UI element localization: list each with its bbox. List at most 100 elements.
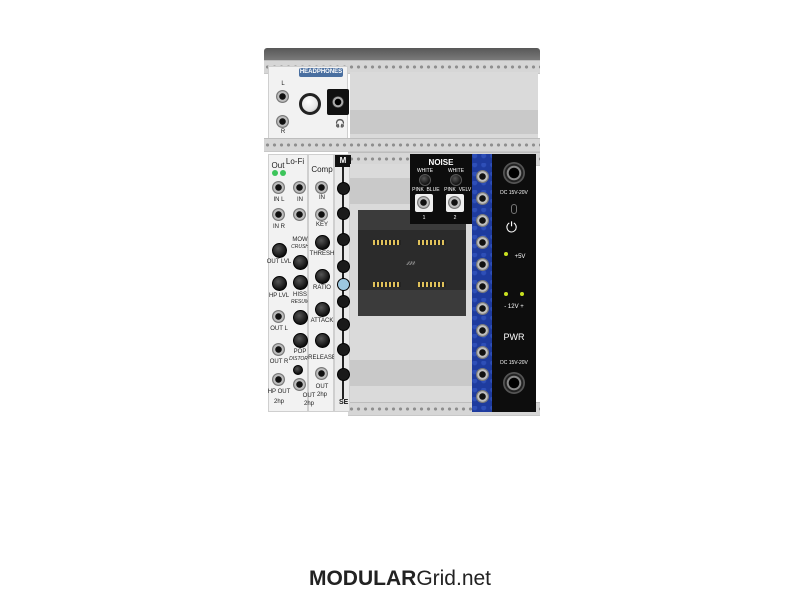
lofi-jack-in[interactable] [293,181,306,194]
power-led-5v [504,252,508,256]
blue-jack-8[interactable] [476,324,489,337]
m-button-6[interactable] [337,295,350,308]
blue-jack-11[interactable] [476,390,489,403]
headphones-module: HEADPHONES L R 🎧 [268,66,349,150]
comp-jack-key[interactable] [315,208,328,221]
lofi-label-pop: POP [293,349,307,355]
brand-regular: Grid.net [416,567,492,590]
lofi-jack-in-r[interactable] [272,208,285,221]
headphones-jack-r[interactable] [276,115,289,128]
modulargrid-logo[interactable]: MODULARGrid.net [0,567,800,591]
bus-header-4 [418,282,446,287]
power-led-minus12 [504,292,508,296]
lofi-jack-in-l[interactable] [272,181,285,194]
m-button-3[interactable] [337,233,350,246]
comp-hp-size: 2hp [316,392,328,398]
power-dc-jack-top[interactable] [503,162,525,184]
comp-label-attack: ATTACK [310,318,334,324]
lofi-label-crush: CRUSH [291,244,309,250]
power-dc-jack-bottom[interactable] [503,372,525,394]
headphones-l-label: L [281,81,285,87]
noise-label-velvet: VELV [458,187,472,193]
m-button-7[interactable] [337,318,350,331]
m-button-8[interactable] [337,343,350,356]
lofi-knob-pop[interactable] [293,333,308,348]
lofi-knob-out-lvl[interactable] [272,243,287,258]
comp-knob-release[interactable] [315,333,330,348]
blue-jack-5[interactable] [476,258,489,271]
lofi-jack-out-r[interactable] [272,343,285,356]
noise-label-pink-1: PINK [412,187,424,193]
noise-out-2[interactable] [446,194,464,212]
lofi-label-out-lvl: OUT LVL [266,259,292,265]
lofi-label-in: IN [297,197,303,203]
brand-bold: MODULAR [308,567,417,590]
blue-jack-9[interactable] [476,346,489,359]
lofi-knob-resum[interactable] [293,310,308,325]
comp-knob-thresh[interactable] [315,235,330,250]
headphones-r-label: R [280,129,286,135]
blue-jack-1[interactable] [476,170,489,183]
m-button-1[interactable] [337,182,350,195]
upper-empty-space [350,72,538,150]
headphones-output-jack[interactable] [327,89,349,115]
power-dc-bottom-label: DC 15V-20V [500,360,528,366]
blue-jack-3[interactable] [476,214,489,227]
lofi-jack-mow[interactable] [293,208,306,221]
lofi-label-out-l: OUT L [270,326,288,332]
blue-jack-4[interactable] [476,236,489,249]
noise-label-blue: BLUE [426,187,440,193]
lofi-knob-hiss[interactable] [293,275,308,290]
comp-module: Comp IN KEY THRESH RATIO ATTACK RELEASE … [303,154,336,412]
lofi-hp-size: 2hp [273,399,285,405]
comp-label-thresh: THRESH [309,251,335,257]
lofi-jack-distort[interactable] [293,378,306,391]
comp-jack-out[interactable] [315,367,328,380]
lofi-knob-crush[interactable] [293,255,308,270]
blue-jack-6[interactable] [476,280,489,293]
power-icon: ⏻ [506,219,518,235]
m-module: M SE [334,154,351,412]
noise-title: NOISE [428,158,454,167]
noise-out-2-label: 2 [453,215,457,221]
lofi-jack-out-l[interactable] [272,310,285,323]
comp-knob-ratio[interactable] [315,269,330,284]
blue-jack-7[interactable] [476,302,489,315]
power-dc-top-label: DC 15V-20V [500,190,528,196]
lofi-label-resum: RESUM [290,299,310,305]
lofi-knob-hp-lvl[interactable] [272,276,287,291]
noise-out-1-label: 1 [422,215,426,221]
lofi-jack-hp-out[interactable] [272,373,285,386]
lofi-knob-distort[interactable] [293,365,303,375]
comp-bottom-hp-label: 2hp [303,401,315,407]
comp-jack-in[interactable] [315,181,328,194]
headphones-volume-knob[interactable] [299,93,321,115]
blue-jack-2[interactable] [476,192,489,205]
power-led-plus12 [520,292,524,296]
noise-label-white-1: WHITE [416,168,434,174]
lofi-label-distort: DISTORT [289,356,311,362]
headphones-jack-l[interactable] [276,90,289,103]
m-button-5[interactable] [337,278,350,291]
comp-knob-attack[interactable] [315,302,330,317]
power-toggle[interactable] [511,204,517,214]
comp-label-key: KEY [315,222,329,228]
noise-knob-1[interactable] [419,174,431,186]
comp-label-release: RELEASE [308,355,336,361]
bus-header-1 [373,240,401,245]
comp-label-in: IN [319,195,325,201]
m-button-9[interactable] [337,368,350,381]
lofi-label-in-r: IN R [273,224,285,230]
noise-knob-2[interactable] [450,174,462,186]
blue-jack-10[interactable] [476,368,489,381]
lofi-out-label: Out [271,161,285,170]
lofi-label-mow: MOW [292,237,308,243]
m-button-4[interactable] [337,260,350,273]
power-12v-label: - 12V + [504,304,524,310]
lofi-label-hp-out: HP OUT [267,389,291,395]
lofi-label-hiss: HISS [292,292,308,298]
power-label: PWR [503,332,525,342]
m-button-2[interactable] [337,207,350,220]
noise-out-1[interactable] [415,194,433,212]
headphones-icon: 🎧 [335,119,345,128]
